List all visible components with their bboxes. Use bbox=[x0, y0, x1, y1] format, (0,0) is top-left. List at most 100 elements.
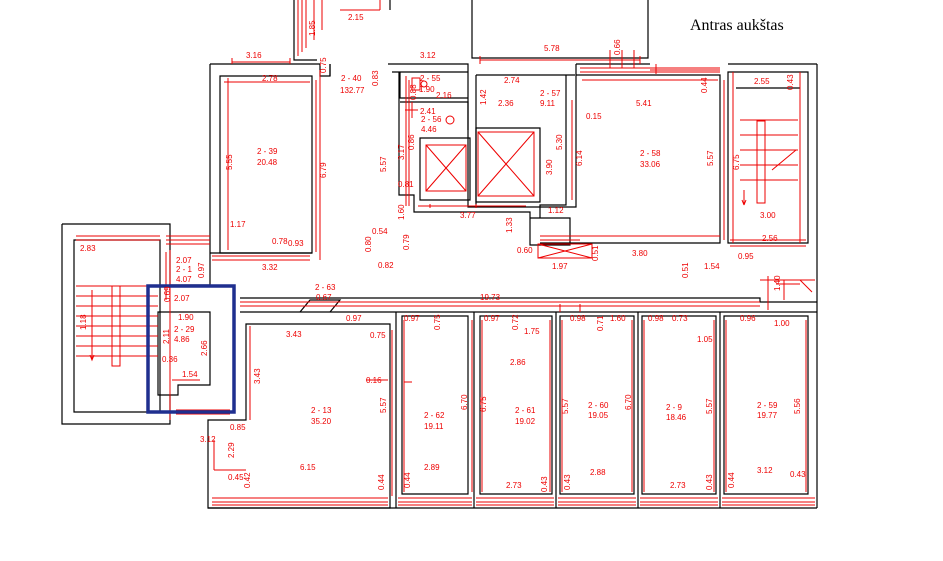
dimension-label: 0.71 bbox=[596, 315, 605, 331]
dimension-label: 0.97 bbox=[404, 314, 420, 323]
dimension-label: 1.85 bbox=[308, 20, 317, 36]
dimension-label: 1.40 bbox=[773, 275, 782, 291]
dimension-label: 3.12 bbox=[757, 466, 773, 475]
dimension-label: 2.55 bbox=[754, 77, 770, 86]
dimension-label: 0.36 bbox=[162, 355, 178, 364]
floor-title: Antras aukštas bbox=[690, 17, 784, 34]
dimension-label: 3.12 bbox=[200, 435, 216, 444]
dimension-label: 0.98 bbox=[648, 314, 664, 323]
dimension-label: 0.98 bbox=[570, 314, 586, 323]
dimension-label: 3.32 bbox=[262, 263, 278, 272]
dimension-label: 5.57 bbox=[706, 150, 715, 166]
walls bbox=[61, 0, 818, 509]
dimension-label: 1.54 bbox=[182, 370, 198, 379]
dimension-label: 2.16 bbox=[436, 91, 452, 100]
dimension-label: 0.80 bbox=[364, 236, 373, 252]
dimension-label: 0.97 bbox=[346, 314, 362, 323]
dimension-label: 3.80 bbox=[632, 249, 648, 258]
dimension-label: 5.57 bbox=[379, 156, 388, 172]
dimension-label: 3.00 bbox=[760, 211, 776, 220]
dimension-label: 2.74 bbox=[504, 76, 520, 85]
dimension-label: 0.43 bbox=[705, 474, 714, 490]
room-id-2-1: 2 - 1 bbox=[176, 265, 193, 274]
room-id-2-39: 2 - 39 bbox=[257, 147, 278, 156]
dimension-label: 0.51 bbox=[591, 245, 600, 261]
dimension-label: 1.60 bbox=[610, 314, 626, 323]
dimension-label: 0.43 bbox=[540, 476, 549, 492]
dimension-label: 0.69 bbox=[163, 286, 172, 302]
dimension-label: 1.54 bbox=[704, 262, 720, 271]
dimension-label: 5.57 bbox=[561, 398, 570, 414]
dimension-label: 0.73 bbox=[672, 314, 688, 323]
room-area-2-29: 4.86 bbox=[174, 335, 190, 344]
room-area-2-39: 20.48 bbox=[257, 158, 278, 167]
dimension-label: 2.41 bbox=[420, 107, 436, 116]
dimension-label: 2.86 bbox=[510, 358, 526, 367]
dimension-label: 0.79 bbox=[402, 234, 411, 250]
dimension-label: 2.73 bbox=[670, 481, 686, 490]
room-area-2-57: 9.11 bbox=[540, 99, 556, 108]
dimension-label: 0.82 bbox=[378, 261, 394, 270]
dimension-label: 3.12 bbox=[420, 51, 436, 60]
room-id-2-63: 2 - 63 bbox=[315, 283, 336, 292]
dimension-label: 0.75 bbox=[370, 331, 386, 340]
dimension-label: 1.05 bbox=[697, 335, 713, 344]
dimension-label: 2.07 bbox=[174, 294, 190, 303]
dimension-label: 0.86 bbox=[407, 134, 416, 150]
dimension-label: 2.15 bbox=[348, 13, 364, 22]
room-id-2-61: 2 - 61 bbox=[515, 406, 536, 415]
dimension-label: 3.90 bbox=[545, 159, 554, 175]
dimension-label: 3.77 bbox=[460, 211, 476, 220]
dimension-label: 1.75 bbox=[524, 327, 540, 336]
dimension-label: 1.12 bbox=[548, 206, 564, 215]
dimension-label: 0.81 bbox=[398, 180, 414, 189]
dimension-label: 0.44 bbox=[377, 474, 386, 490]
dimension-label: 3.17 bbox=[397, 144, 406, 160]
room-area-2-1: 4.07 bbox=[176, 275, 192, 284]
dimension-label: 2.07 bbox=[176, 256, 192, 265]
room-id-2-62: 2 - 62 bbox=[424, 411, 445, 420]
room-area-2-9: 18.46 bbox=[666, 413, 687, 422]
room-id-2-58: 2 - 58 bbox=[640, 149, 661, 158]
dimension-label: 2.83 bbox=[80, 244, 96, 253]
dimension-label: 0.83 bbox=[371, 70, 380, 86]
dimension-label: 2.29 bbox=[227, 442, 236, 458]
dimension-label: 0.45 bbox=[228, 473, 244, 482]
dimension-label: 5.56 bbox=[793, 398, 802, 414]
dimension-label: 0.96 bbox=[740, 314, 756, 323]
dimension-label: 5.78 bbox=[544, 44, 560, 53]
dimension-label: 0.43 bbox=[563, 474, 572, 490]
dimension-label: 3.16 bbox=[246, 51, 262, 60]
room-area-2-56: 4.46 bbox=[421, 125, 437, 134]
dimension-label: 2.36 bbox=[498, 99, 514, 108]
room-id-2-55: 2 - 55 bbox=[420, 74, 441, 83]
dimension-label: 5.57 bbox=[379, 397, 388, 413]
dimension-label: 1.90 bbox=[178, 313, 194, 322]
room-area-2-59: 19.77 bbox=[757, 411, 778, 420]
room-id-2-40: 2 - 40 bbox=[341, 74, 362, 83]
dimension-label: 6.75 bbox=[732, 154, 741, 170]
dimension-label: 6.79 bbox=[319, 162, 328, 178]
dimension-label: 0.51 bbox=[681, 262, 690, 278]
dimension-label: 2.66 bbox=[200, 340, 209, 356]
room-id-2-59: 2 - 59 bbox=[757, 401, 778, 410]
room-id-2-29: 2 - 29 bbox=[174, 325, 195, 334]
dimension-label: 0.15 bbox=[586, 112, 602, 121]
dimension-label: 0.88 bbox=[409, 84, 418, 100]
room-area-2-61: 19.02 bbox=[515, 417, 536, 426]
dimension-label: 1.18 bbox=[79, 314, 88, 330]
room-id-2-13: 2 - 13 bbox=[311, 406, 332, 415]
room-area-2-63: 0.67 bbox=[316, 293, 332, 302]
dimension-label: 0.44 bbox=[700, 77, 709, 93]
dimension-label: 0.95 bbox=[738, 252, 754, 261]
room-id-2-9: 2 - 9 bbox=[666, 403, 683, 412]
dimension-label: 6.15 bbox=[300, 463, 316, 472]
dimension-label: 2.88 bbox=[590, 468, 606, 477]
dimension-label: 2.73 bbox=[506, 481, 522, 490]
room-area-2-62: 19.11 bbox=[424, 422, 444, 431]
room-area-2-60: 19.05 bbox=[588, 411, 609, 420]
room-id-2-56: 2 - 56 bbox=[421, 115, 442, 124]
dimension-label: 0.75 bbox=[319, 57, 328, 73]
